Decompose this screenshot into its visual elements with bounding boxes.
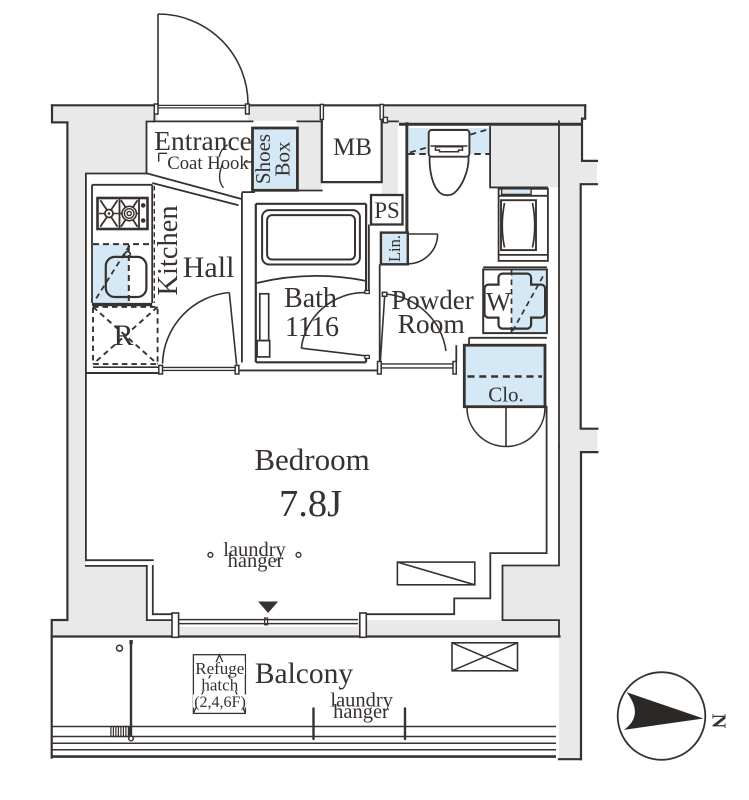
svg-text:laundry: laundry bbox=[223, 539, 286, 561]
svg-text:Box: Box bbox=[271, 141, 295, 177]
svg-text:Coat Hook: Coat Hook bbox=[167, 153, 249, 174]
svg-text:(2,4,6F): (2,4,6F) bbox=[194, 694, 246, 711]
svg-text:Lin.: Lin. bbox=[385, 235, 404, 262]
svg-text:Hall: Hall bbox=[183, 251, 235, 284]
svg-text:Shoes: Shoes bbox=[251, 134, 275, 184]
svg-text:7.8J: 7.8J bbox=[279, 483, 342, 525]
svg-text:Clo.: Clo. bbox=[488, 383, 524, 407]
svg-text:Kitchen: Kitchen bbox=[153, 205, 184, 295]
svg-text:1116: 1116 bbox=[285, 312, 339, 343]
svg-text:R: R bbox=[113, 319, 133, 352]
svg-text:MB: MB bbox=[333, 134, 372, 161]
svg-text:PS: PS bbox=[374, 198, 400, 223]
svg-text:laundry: laundry bbox=[330, 690, 393, 712]
svg-text:hanger: hanger bbox=[333, 701, 389, 723]
svg-text:Powder: Powder bbox=[391, 285, 474, 315]
svg-text:Bedroom: Bedroom bbox=[254, 442, 369, 477]
svg-text:Refuge: Refuge bbox=[195, 659, 244, 678]
svg-text:hanger: hanger bbox=[228, 550, 284, 572]
svg-text:W: W bbox=[486, 287, 511, 317]
svg-text:N: N bbox=[707, 714, 729, 729]
svg-text:Bath: Bath bbox=[284, 283, 337, 314]
svg-text:Balcony: Balcony bbox=[255, 658, 354, 690]
svg-text:Entrance: Entrance bbox=[154, 125, 252, 156]
svg-text:Room: Room bbox=[398, 308, 465, 339]
svg-text:hatch: hatch bbox=[201, 676, 238, 695]
